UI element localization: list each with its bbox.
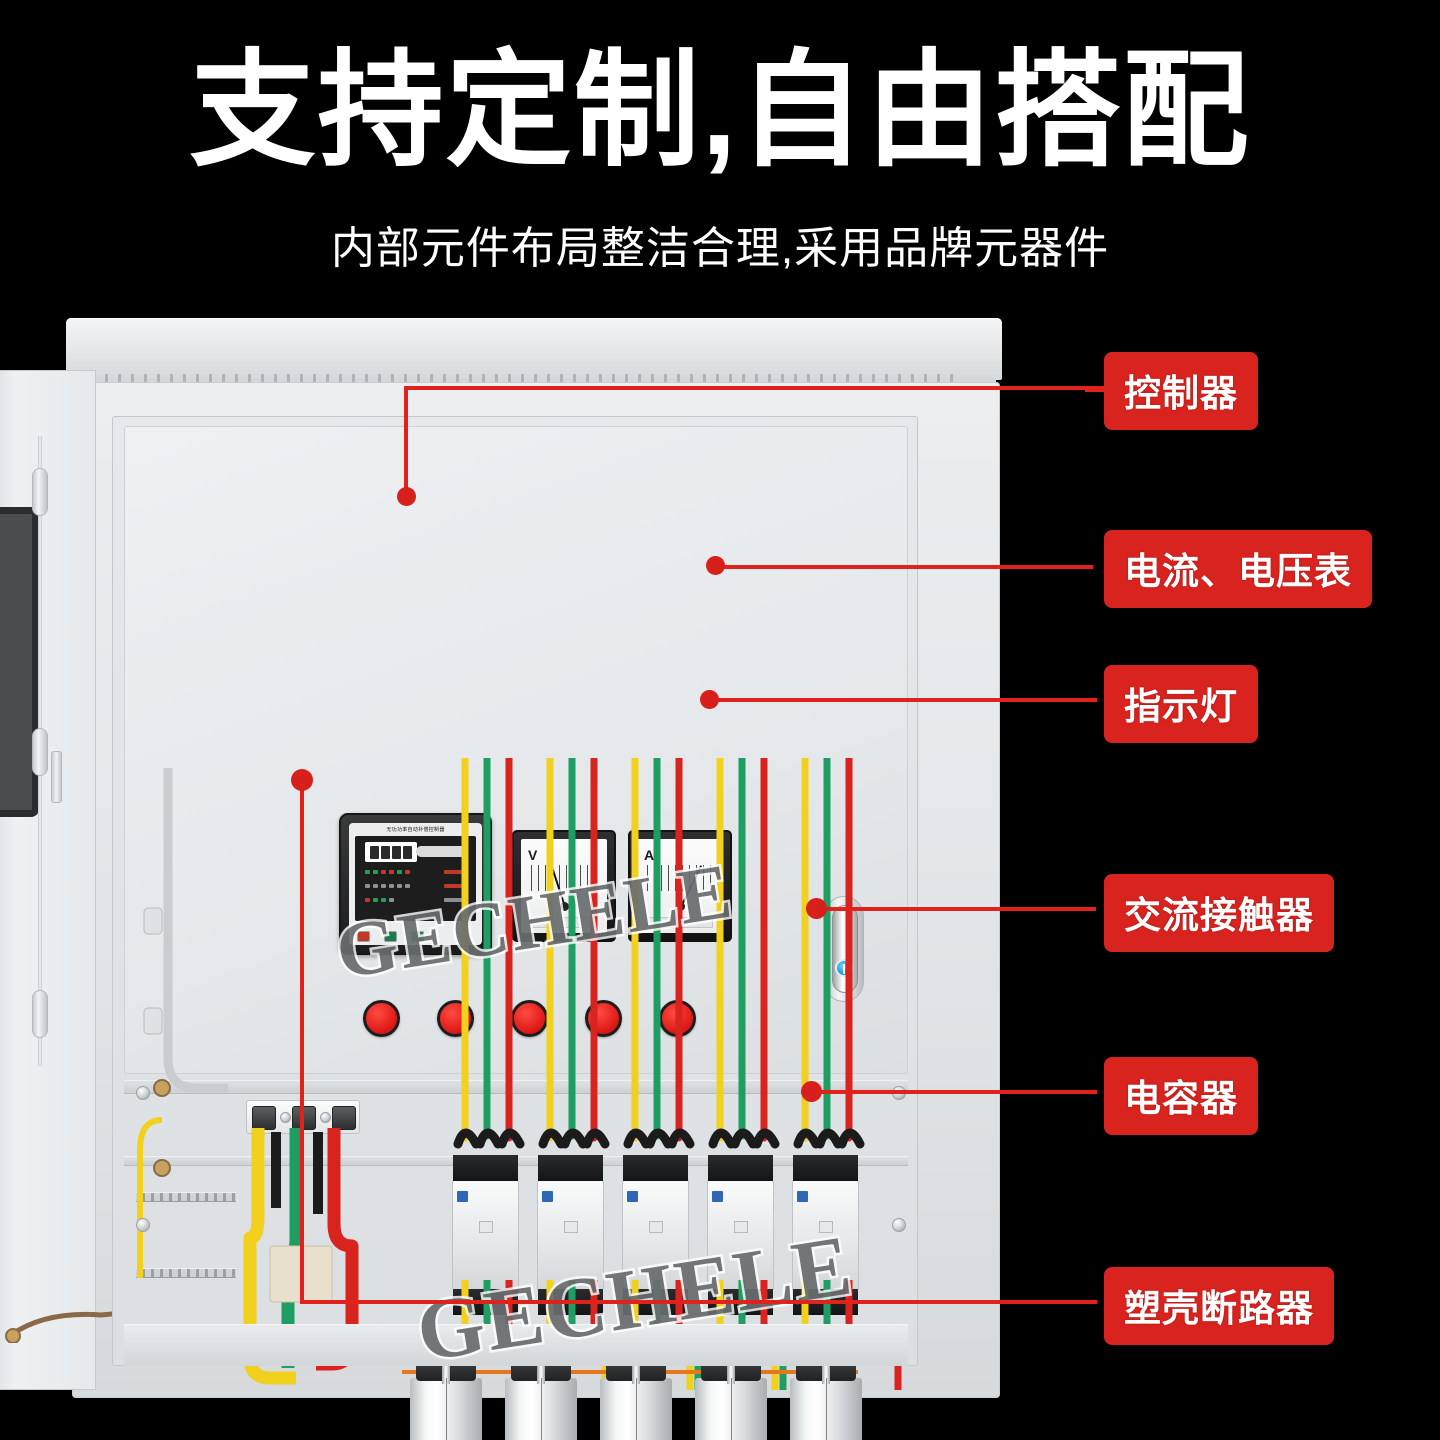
left-wire-duct bbox=[137, 768, 228, 1278]
leader-controller-vertical bbox=[404, 386, 408, 499]
controller-button-3[interactable] bbox=[411, 931, 424, 942]
voltmeter-scale bbox=[531, 865, 597, 891]
capacitor-5 bbox=[790, 1347, 862, 1440]
panel-bolt-top-left bbox=[136, 1086, 150, 1100]
controller-digit-display bbox=[365, 842, 417, 862]
hinge-middle bbox=[32, 728, 48, 776]
ac-contactor-4 bbox=[707, 1155, 774, 1315]
leader-meters-dot bbox=[706, 556, 725, 575]
controller-led-row-2 bbox=[365, 884, 410, 888]
voltmeter-hub bbox=[560, 902, 569, 911]
leader-contactors-line bbox=[816, 907, 1096, 911]
control-cabinet: 无功功率自动补偿控制器 bbox=[0, 318, 1010, 1440]
capacitor-2-post bbox=[537, 1364, 545, 1384]
callout-controller[interactable]: 控制器 bbox=[1104, 352, 1258, 430]
door-latch[interactable] bbox=[51, 751, 62, 803]
leader-lamps-line bbox=[707, 698, 1097, 702]
controller-mode-pill bbox=[416, 846, 468, 857]
hinge-upper bbox=[32, 468, 48, 516]
door-handle[interactable] bbox=[824, 896, 864, 1002]
leader-breaker-dot bbox=[291, 769, 313, 791]
cabinet-canopy bbox=[66, 318, 1002, 389]
leader-breaker-vertical bbox=[300, 788, 304, 1304]
mount-rail-top bbox=[124, 1080, 908, 1094]
leader-controller-horizontal bbox=[404, 386, 1110, 390]
capacitor-3 bbox=[600, 1347, 672, 1440]
hinge-lower bbox=[32, 990, 48, 1038]
callout-breaker[interactable]: 塑壳断路器 bbox=[1104, 1267, 1334, 1345]
callout-contactors[interactable]: 交流接触器 bbox=[1104, 874, 1334, 952]
leader-controller-dot bbox=[397, 487, 416, 506]
controller-step-leds bbox=[444, 870, 466, 874]
contactor-upper-wiring bbox=[453, 758, 865, 1149]
capacitor-3-post bbox=[632, 1364, 640, 1384]
controller-button-1[interactable] bbox=[357, 931, 370, 942]
controller-title: 无功功率自动补偿控制器 bbox=[386, 827, 445, 833]
panel-bolt-mid-left bbox=[136, 1218, 150, 1232]
controller-step-leds-2 bbox=[444, 884, 466, 888]
controller-buttons[interactable] bbox=[357, 931, 424, 942]
din-rail-left-2 bbox=[136, 1268, 236, 1278]
leader-capacitors-dot bbox=[801, 1081, 822, 1102]
controller-led-row-1 bbox=[365, 870, 410, 874]
callout-lamps[interactable]: 指示灯 bbox=[1104, 665, 1258, 743]
leader-meters-line bbox=[713, 565, 1093, 569]
controller-button-2[interactable] bbox=[384, 931, 397, 942]
controller-screen bbox=[355, 836, 476, 921]
page-subheadline: 内部元件布局整洁合理,采用品牌元器件 bbox=[330, 224, 1110, 273]
callout-meters[interactable]: 电流、电压表 bbox=[1104, 530, 1372, 608]
controller-step-leds-3 bbox=[444, 898, 466, 902]
mounting-floor-plate bbox=[124, 1324, 908, 1366]
panel-bolt-mid-right bbox=[892, 1218, 906, 1232]
leader-lamps-dot bbox=[700, 690, 719, 709]
ventilation-slots bbox=[92, 374, 962, 383]
controller-face: 无功功率自动补偿控制器 bbox=[349, 823, 482, 945]
page-headline: 支持定制,自由搭配 bbox=[189, 40, 1251, 181]
door-handle-bar[interactable] bbox=[832, 905, 858, 993]
indicator-lamp-1 bbox=[363, 1000, 400, 1037]
main-phase-cables bbox=[243, 1128, 359, 1385]
din-rail-left bbox=[136, 1192, 236, 1202]
leader-capacitors-line bbox=[812, 1090, 1097, 1094]
capacitor-1-post bbox=[442, 1364, 450, 1384]
ac-contactor-2 bbox=[537, 1155, 604, 1315]
capacitor-4-post bbox=[727, 1364, 735, 1384]
leader-controller-stub bbox=[1085, 388, 1109, 392]
callout-capacitors[interactable]: 电容器 bbox=[1104, 1057, 1258, 1135]
capacitor-4 bbox=[695, 1347, 767, 1440]
controller-led-row-3 bbox=[365, 898, 394, 902]
capacitor-2 bbox=[505, 1347, 577, 1440]
ammeter-unit-label: A bbox=[644, 847, 655, 863]
voltmeter-unit-label: V bbox=[528, 847, 538, 863]
ground-strap bbox=[5, 1309, 146, 1343]
capacitor-1 bbox=[410, 1347, 482, 1440]
instrument-panel bbox=[124, 426, 908, 1074]
leader-breaker-horizontal bbox=[300, 1300, 1097, 1304]
leader-contactors-dot bbox=[806, 898, 827, 919]
capacitor-5-post bbox=[822, 1364, 830, 1384]
cabinet-door[interactable] bbox=[0, 370, 146, 1390]
